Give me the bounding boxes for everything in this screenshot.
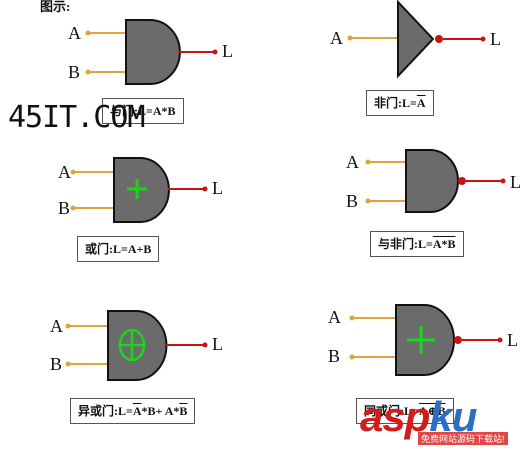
and-caption: 与门:L=A*B bbox=[102, 98, 184, 124]
xnor-output-dot bbox=[497, 337, 503, 343]
and-input-b-dot bbox=[85, 69, 91, 75]
or-input-a-dot bbox=[70, 169, 76, 175]
and-label-a: A bbox=[68, 23, 81, 43]
xor-output-dot bbox=[202, 342, 208, 348]
xnor-inversion-bubble bbox=[454, 336, 462, 344]
or-input-b-dot bbox=[70, 205, 76, 211]
or-output-dot bbox=[202, 186, 208, 192]
xnor-caption-prefix: 同或门:L= bbox=[364, 404, 419, 418]
xor-caption-overlined-b: B bbox=[179, 404, 188, 418]
or-label-b: B bbox=[58, 198, 70, 218]
xor-caption-overlined-a: A bbox=[132, 404, 142, 418]
nand-output-dot bbox=[500, 178, 506, 184]
xnor-plus-symbol bbox=[407, 326, 435, 354]
not-label-l: L bbox=[490, 29, 501, 49]
nand-label-l: L bbox=[510, 172, 521, 192]
xor-caption: 异或门:L=A*B+ A*B bbox=[70, 398, 196, 424]
nand-input-b-dot bbox=[365, 198, 371, 204]
not-caption: 非门:L=A bbox=[366, 90, 434, 116]
and-gate: A B L bbox=[68, 19, 233, 85]
not-output-dot bbox=[480, 36, 486, 42]
nand-label-a: A bbox=[346, 152, 359, 172]
xnor-label-l: L bbox=[507, 330, 518, 350]
nand-gate-body bbox=[405, 149, 459, 213]
nand-caption-prefix: 与非门:L= bbox=[378, 237, 433, 251]
and-input-a-dot bbox=[85, 30, 91, 36]
xnor-label-a: A bbox=[328, 307, 341, 327]
xnor-gate: A B L bbox=[328, 304, 518, 376]
not-label-a: A bbox=[330, 28, 343, 48]
watermark-aspku-subtitle: 免费网站源码下载站! bbox=[418, 432, 508, 445]
not-gate-body bbox=[397, 0, 435, 79]
xnor-input-b-dot bbox=[349, 354, 355, 360]
xor-input-a-dot bbox=[65, 323, 71, 329]
and-label-l: L bbox=[222, 41, 233, 61]
nand-caption: 与非门:L=A*B bbox=[370, 231, 464, 257]
or-label-l: L bbox=[212, 178, 223, 198]
or-label-a: A bbox=[58, 162, 71, 182]
and-output-dot bbox=[212, 49, 218, 55]
not-inversion-bubble bbox=[435, 35, 443, 43]
or-caption: 或门:L=A+B bbox=[77, 236, 160, 262]
or-caption-text: 或门:L=A+B bbox=[85, 242, 152, 256]
xor-input-b-dot bbox=[65, 361, 71, 367]
nand-caption-overlined: A*B bbox=[432, 237, 456, 251]
or-gate: A B L bbox=[58, 157, 223, 223]
nand-input-a-dot bbox=[365, 159, 371, 165]
not-caption-prefix: 非门:L= bbox=[374, 96, 417, 110]
xor-label-l: L bbox=[212, 334, 223, 354]
not-gate: A L bbox=[330, 0, 501, 79]
figure-heading: 图示: bbox=[40, 0, 71, 14]
not-caption-overlined: A bbox=[416, 96, 426, 110]
xor-label-a: A bbox=[50, 316, 63, 336]
xnor-caption-overlined: A⊕B bbox=[418, 404, 446, 418]
xnor-caption: 同或门:L=A⊕B bbox=[356, 398, 454, 424]
xor-caption-middle: *B+ A* bbox=[141, 404, 180, 418]
and-caption-text: 与门:L=A*B bbox=[110, 104, 176, 118]
xor-label-b: B bbox=[50, 354, 62, 374]
xor-circled-plus-symbol bbox=[118, 328, 146, 362]
and-gate-body bbox=[125, 19, 181, 85]
or-plus-symbol bbox=[127, 179, 147, 199]
xor-caption-prefix: 异或门:L= bbox=[78, 404, 133, 418]
and-label-b: B bbox=[68, 62, 80, 82]
xnor-input-a-dot bbox=[349, 315, 355, 321]
nand-gate: A B L bbox=[346, 149, 521, 213]
nand-label-b: B bbox=[346, 191, 358, 211]
not-input-dot bbox=[347, 35, 353, 41]
watermark-45it: 45IT.COM bbox=[8, 100, 145, 135]
nand-inversion-bubble bbox=[458, 177, 466, 185]
xor-gate: A B L bbox=[50, 310, 223, 381]
xnor-label-b: B bbox=[328, 346, 340, 366]
